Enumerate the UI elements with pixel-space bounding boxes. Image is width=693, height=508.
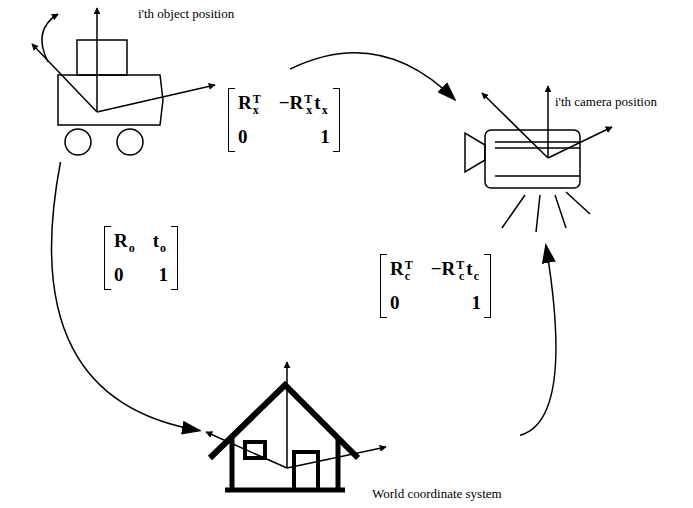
superscript: ​ [160,232,166,243]
subscript: o [129,243,135,254]
matrix-symbol: t [466,258,472,279]
matrix-cell: 1 [279,126,330,148]
subscript: c [474,271,479,282]
superscript: ​ [322,94,328,105]
transform-matrix: RTc−RTct​c01 [380,254,491,318]
camera-node: i'th camera position [455,80,688,245]
matrix-cell: −RTct​c [431,258,481,282]
matrix-symbol: t [153,230,159,251]
matrix-cell: 0 [238,126,263,148]
matrix-symbol: t [314,92,320,113]
superscript: T [304,94,312,105]
matrix-symbol: 0 [238,126,248,147]
bracket [228,88,235,152]
matrix-symbol: 1 [320,126,330,147]
bracket [484,254,491,318]
matrix-symbol: R [238,92,252,113]
script-stack: Tc [456,260,464,282]
matrix-symbol: 1 [471,292,481,313]
matrix-cell: RTc [390,258,415,282]
script-stack: Tc [405,260,413,282]
matrix-symbol: −R [279,92,304,113]
house-figure [206,362,386,490]
script-stack: ​c [474,260,479,282]
script-stack: ​x [322,94,328,116]
node-label: World coordinate system [372,486,502,501]
superscript: T [456,260,464,271]
superscript: T [253,94,261,105]
script-stack: Tx [304,94,312,116]
bracket [104,226,111,290]
matrix-cell: t​o [153,230,168,254]
superscript: ​ [474,260,479,271]
script-stack: Tx [253,94,261,116]
script-stack: ​o [160,232,166,254]
superscript: ​ [129,232,135,243]
subscript: x [304,105,312,116]
matrix-cell: 1 [153,264,168,286]
node-label: i'th camera position [555,94,657,109]
transform-arrow [520,245,556,435]
matrix-cell: RTx [238,92,263,116]
subscript: o [160,243,166,254]
matrix-symbol: −R [431,258,456,279]
superscript: T [405,260,413,271]
script-stack: ​o [129,232,135,254]
matrix-symbol: 0 [114,264,124,285]
subscript: x [253,105,261,116]
matrix-cell: 0 [114,264,137,286]
bracket [171,226,178,290]
node-label: i'th object position [138,6,234,21]
subscript: c [456,271,464,282]
transform-matrix: RTx−RTxt​x01 [228,88,340,152]
matrix-symbol: 1 [159,264,169,285]
subscript: c [405,271,413,282]
transform-arrow [52,162,200,431]
matrix-cell: 0 [390,292,415,314]
matrix-symbol: R [390,258,404,279]
world-node: World coordinate system [200,350,520,505]
matrix-cell: R​o [114,230,137,254]
matrix-symbol: 0 [390,292,400,313]
subscript: x [322,105,328,116]
matrix-cell: −RTxt​x [279,92,330,116]
matrix-cell: 1 [431,292,481,314]
bracket [380,254,387,318]
bracket [333,88,340,152]
transform-matrix: R​ot​o01 [104,226,178,290]
object-figure [32,8,215,155]
matrix-symbol: R [114,230,128,251]
